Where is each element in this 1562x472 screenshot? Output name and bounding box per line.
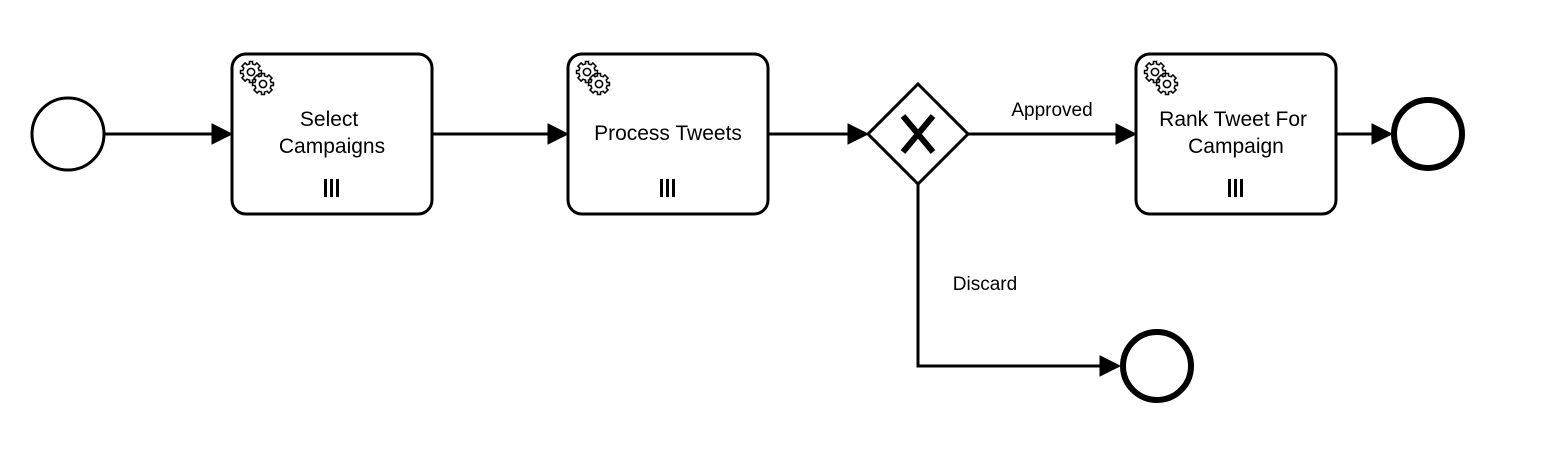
task-label-line: Rank Tweet For [1159,108,1307,131]
exclusive-gateway[interactable] [865,81,971,187]
sequence-flow-rank-to-end[interactable] [1336,123,1394,145]
task-label-line: Campaigns [279,135,385,158]
discard-flow-label: Discard [953,274,1017,295]
parallel-multi-instance-icon [324,179,339,197]
sequence-flow-select-to-process[interactable] [432,123,570,145]
parallel-multi-instance-icon [1228,179,1243,197]
approved-flow-label: Approved [1011,100,1092,121]
sequence-flow-discard[interactable] [916,184,1122,377]
end-event-approved[interactable] [1391,97,1465,171]
task-label: Rank Tweet For Campaign [1159,108,1313,158]
task-label-line: Campaign [1188,135,1284,158]
task-select-campaigns[interactable]: Select Campaigns [230,52,434,216]
task-rank-tweet-for-campaign[interactable]: Rank Tweet For Campaign [1134,52,1338,216]
task-label: Process Tweets [594,122,742,145]
sequence-flow-process-to-gateway[interactable] [768,123,870,145]
exclusive-gateway-x-icon [900,114,936,154]
task-label-line: Select [300,108,359,131]
end-event-discard[interactable] [1120,329,1194,403]
sequence-flow-approved[interactable] [968,123,1138,145]
task-process-tweets[interactable]: Process Tweets [566,52,770,216]
start-event[interactable] [30,96,106,172]
task-label: Select Campaigns [279,108,385,158]
sequence-flow-start-to-select[interactable] [104,123,234,145]
parallel-multi-instance-icon [660,179,675,197]
